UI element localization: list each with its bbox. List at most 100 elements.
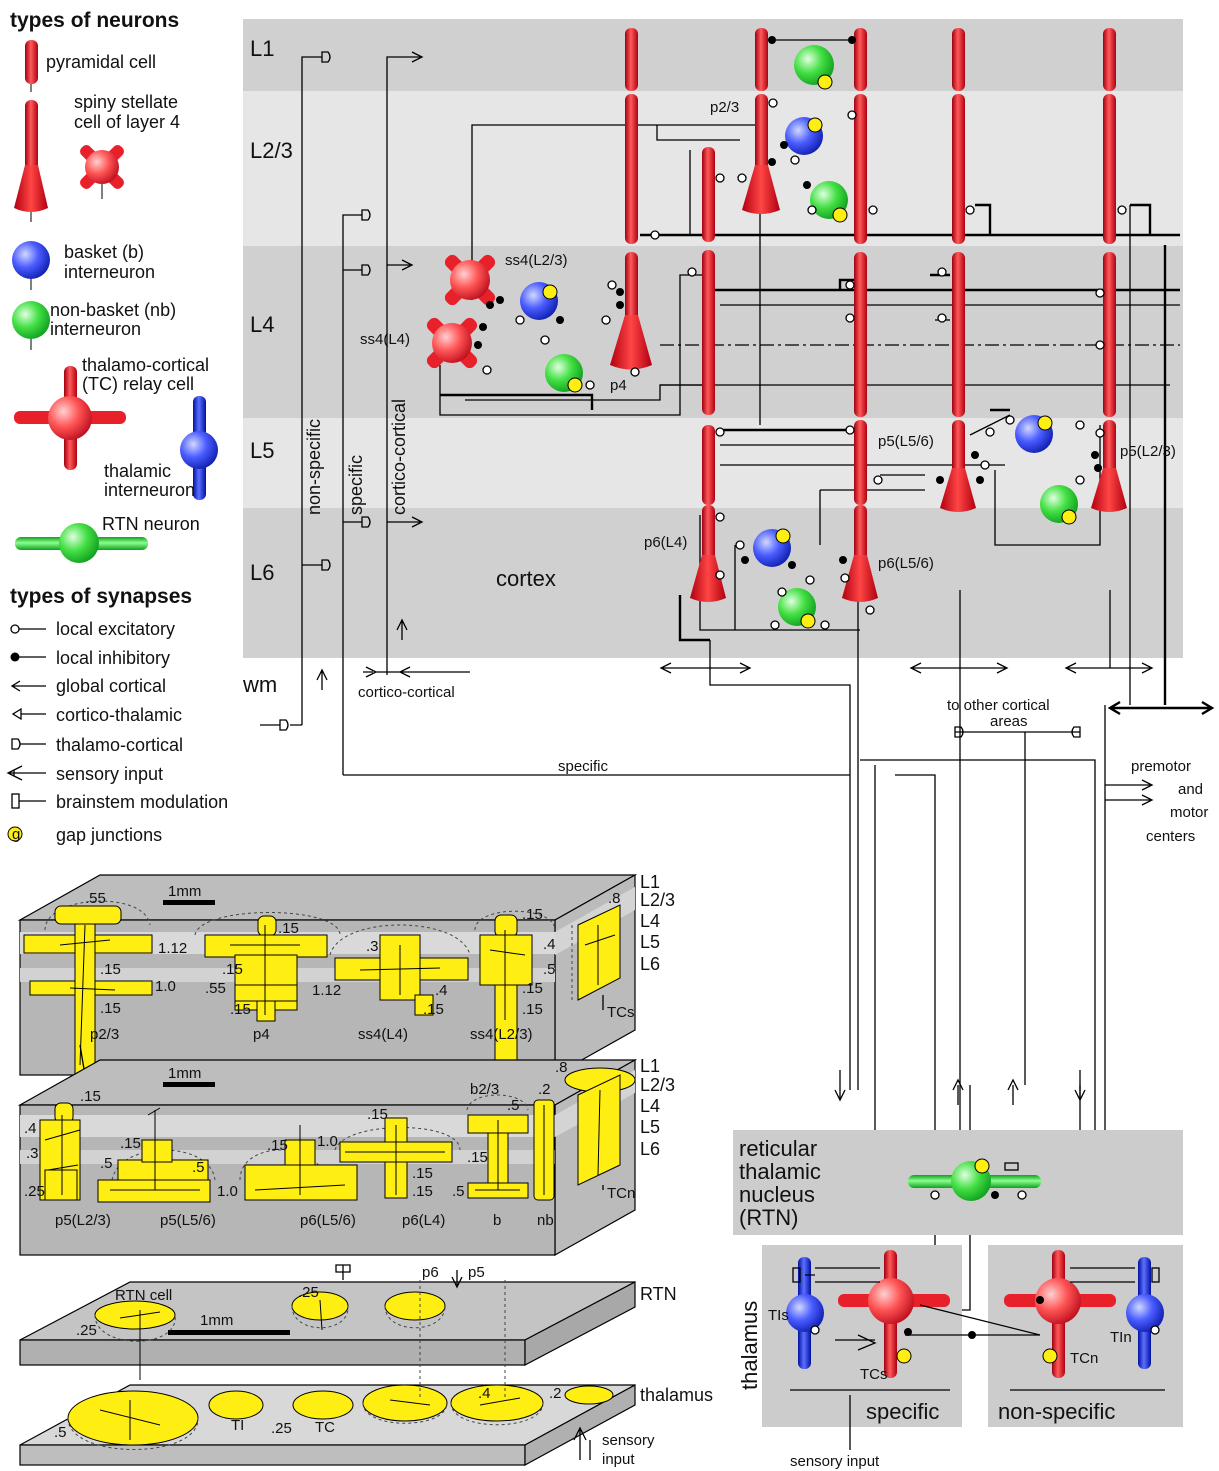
legend-thal-int-2: interneuron (104, 480, 195, 500)
b1-num-1: 1.12 (158, 940, 187, 957)
p5l23-soma (1091, 468, 1127, 512)
b3-num-2: .5 (54, 1424, 67, 1441)
b1-num-2: .15 (100, 961, 121, 978)
b2-num-10: .15 (367, 1106, 388, 1123)
b2-cell-3: p6(L4) (402, 1212, 445, 1229)
b1-cell-2: ss4(L4) (358, 1026, 408, 1043)
b1-num-17: .15 (522, 1001, 543, 1018)
legend-rtn: RTN neuron (102, 514, 200, 534)
to-other-areas-1: to other cortical (947, 697, 1050, 714)
b2-num-18: .8 (555, 1059, 568, 1076)
cortex-synapses (474, 36, 1127, 630)
b1-cell-3: ss4(L2/3) (470, 1026, 533, 1043)
legend-tc-2: (TC) relay cell (82, 374, 194, 394)
b3-num-5: .2 (549, 1385, 562, 1402)
thal-tin: TIn (1110, 1329, 1132, 1346)
block1-diagram (17, 873, 638, 1077)
p4-soma (610, 315, 652, 370)
b2-num-3: .25 (24, 1183, 45, 1200)
basket-icon (12, 241, 50, 290)
b1-num-12: .15 (423, 1001, 444, 1018)
cell-p5-l56: p5(L5/6) (878, 433, 934, 450)
thal-tis: TIs (768, 1307, 789, 1324)
cell-p23: p2/3 (710, 99, 739, 116)
b3-num-1: .25 (76, 1322, 97, 1339)
nonbasket-icon (12, 301, 50, 350)
input-nonspecific: non-specific (304, 419, 324, 515)
premotor-3: centers (1146, 828, 1195, 845)
b3-num-4: .4 (478, 1385, 491, 1402)
b3-sensory-2: input (602, 1451, 635, 1468)
b1-layer-3: L5 (640, 932, 660, 952)
cortical-neurons (426, 28, 1127, 629)
p6l56-soma (842, 555, 878, 602)
legend-neurons-title: types of neurons (10, 9, 179, 32)
b3-cell-ti: TI (231, 1417, 244, 1434)
block2-diagram (17, 1058, 638, 1257)
b2-num-11: .15 (412, 1165, 433, 1182)
b2-num-13: b2/3 (470, 1081, 499, 1098)
ss4-l4-cell (426, 317, 478, 369)
rtn-line-2: nucleus (739, 1182, 815, 1207)
cell-p5-l23: p5(L2/3) (1120, 443, 1176, 460)
premotor-1: and (1178, 781, 1203, 798)
b2-layer-0: L1 (640, 1056, 660, 1076)
b2-layer-3: L5 (640, 1117, 660, 1137)
b1-cell-4: TCs (607, 1004, 635, 1021)
b1-num-5: .15 (278, 920, 299, 937)
b2-num-5: .5 (100, 1155, 113, 1172)
legend-basket-2: interneuron (64, 262, 155, 282)
b2-num-14: .5 (507, 1097, 520, 1114)
b1-layer-2: L4 (640, 911, 660, 931)
cell-ss4-l4: ss4(L4) (360, 331, 410, 348)
thalamic-interneuron-icon (180, 396, 218, 500)
b2-num-8: .15 (267, 1137, 288, 1154)
rtn-line-3: (RTN) (739, 1205, 798, 1230)
b2-scale: 1mm (168, 1065, 201, 1082)
legend-syn-2: global cortical (56, 676, 166, 696)
b3-rtn: RTN (640, 1284, 677, 1304)
b1-num-18: .8 (608, 890, 621, 907)
layer-wm: wm (242, 672, 277, 697)
b1-num-0: .55 (85, 890, 106, 907)
legend-syn-7: gap junctions (56, 825, 162, 845)
premotor-2: motor (1170, 804, 1208, 821)
b2-cell-5: nb (537, 1212, 554, 1229)
b2-num-9: 1.0 (317, 1133, 338, 1150)
b2-num-17: .5 (452, 1183, 465, 1200)
layer-l5: L5 (250, 438, 274, 463)
b2-num-1: .4 (24, 1120, 37, 1137)
to-other-areas-2: areas (990, 713, 1028, 730)
premotor-0: premotor (1131, 758, 1191, 775)
b3-num-3: .25 (271, 1420, 292, 1437)
b2-num-12: .15 (412, 1183, 433, 1200)
legend-syn-6: brainstem modulation (56, 792, 228, 812)
spiny-stellate-icon (80, 145, 124, 199)
b3-num-0: .25 (298, 1284, 319, 1301)
thalamus-label: thalamus (737, 1301, 762, 1390)
legend-syn-0: local excitatory (56, 619, 175, 639)
b3-top-p5: p5 (468, 1264, 485, 1281)
b1-num-13: .15 (522, 906, 543, 923)
b1-num-14: .4 (543, 936, 556, 953)
thal-tcs: TCs (860, 1366, 888, 1383)
thalamus-specific-label: specific (866, 1399, 939, 1424)
thal-sensory: sensory input (790, 1453, 880, 1470)
thalamus-specific-box (762, 1245, 962, 1427)
cell-ss4-l23: ss4(L2/3) (505, 252, 568, 269)
pyramidal-soma-icon (14, 100, 48, 222)
specific-bottom-label: specific (558, 758, 609, 775)
b3-top-p6: p6 (422, 1264, 439, 1281)
thalamus-neurons (786, 1250, 1165, 1450)
legend-syn-5: sensory input (56, 764, 163, 784)
cell-p4: p4 (610, 377, 627, 394)
b2-layer-1: L2/3 (640, 1075, 675, 1095)
b1-cell-1: p4 (253, 1026, 270, 1043)
legend-tc-1: thalamo-cortical (82, 355, 209, 375)
b1-num-8: .15 (230, 1001, 251, 1018)
b2-num-0: .15 (80, 1088, 101, 1105)
b2-num-2: .3 (26, 1145, 39, 1162)
cell-p6-l56: p6(L5/6) (878, 555, 934, 572)
legend-synapses-title: types of synapses (10, 585, 192, 608)
